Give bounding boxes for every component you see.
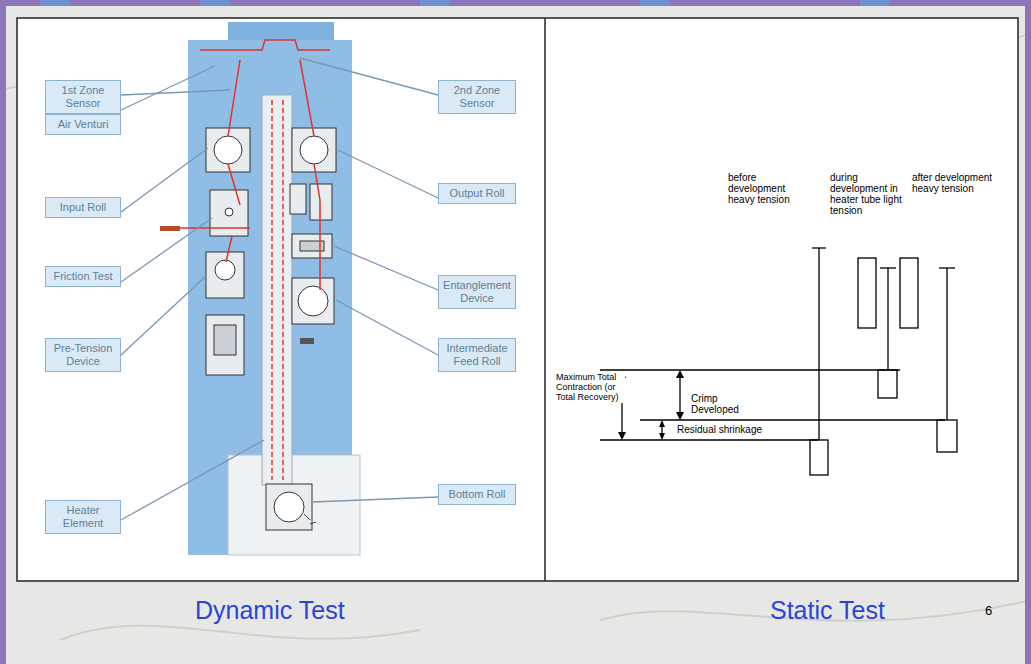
- callout-text: Entanglement Device: [443, 279, 511, 305]
- callout-box: Pre-Tension Device: [45, 338, 121, 372]
- callout-text: Friction Test: [53, 270, 112, 283]
- callout-box: Input Roll: [45, 197, 121, 218]
- callout-text: Pre-Tension Device: [50, 342, 116, 368]
- callout-text: Input Roll: [60, 201, 106, 214]
- diagram-label: before development heavy tension: [728, 172, 812, 205]
- callout-box: Heater Element: [45, 500, 121, 534]
- callout-box: 1st Zone Sensor: [45, 80, 121, 114]
- diagram-label: after development heavy tension: [912, 172, 1004, 194]
- callout-box: Output Roll: [438, 183, 516, 204]
- callout-text: 2nd Zone Sensor: [443, 84, 511, 110]
- page-number: 6: [985, 603, 992, 618]
- callout-box: Entanglement Device: [438, 275, 516, 309]
- callout-text: Air Venturi: [58, 118, 109, 131]
- panel-title: Dynamic Test: [195, 596, 345, 624]
- callout-text: Bottom Roll: [449, 488, 506, 501]
- callout-box: Bottom Roll: [438, 484, 516, 505]
- callout-text: Output Roll: [449, 187, 504, 200]
- diagram-label: Crimp Developed: [690, 393, 762, 415]
- panel-title: Static Test: [770, 596, 885, 624]
- callout-box: Friction Test: [45, 266, 121, 287]
- diagram-label: during development in heater tube light …: [830, 172, 910, 216]
- callout-box: Intermediate Feed Roll: [438, 338, 516, 372]
- callout-text: Heater Element: [50, 504, 116, 530]
- diagram-label: Maximum Total Contraction (or Total Reco…: [555, 371, 625, 403]
- callout-text: Intermediate Feed Roll: [443, 342, 511, 368]
- callout-text: 1st Zone Sensor: [50, 84, 116, 110]
- diagram-label: Residual shrinkage: [676, 424, 788, 435]
- callout-box: 2nd Zone Sensor: [438, 80, 516, 114]
- callout-box: Air Venturi: [45, 114, 121, 135]
